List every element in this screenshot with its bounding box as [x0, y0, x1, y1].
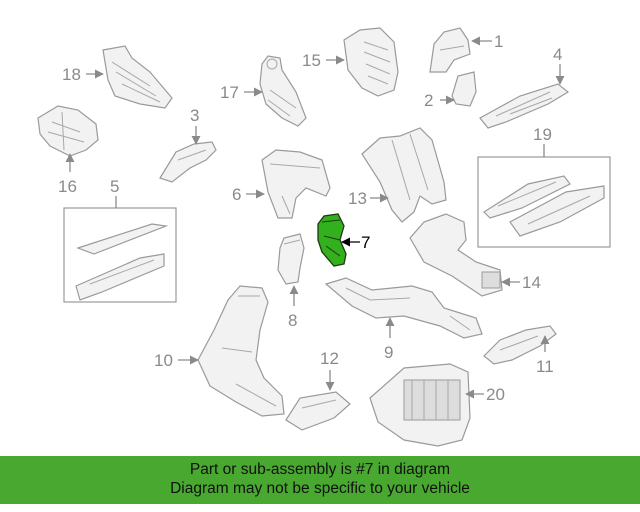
- callout-label-18: 18: [62, 65, 81, 84]
- callout-label-5: 5: [110, 177, 119, 196]
- part-5: [63, 207, 177, 303]
- part-8: [277, 233, 305, 285]
- callout-11: 11: [536, 335, 554, 376]
- callout-17: 17: [220, 83, 263, 102]
- callout-label-3: 3: [190, 106, 199, 125]
- callout-7: 7: [341, 233, 370, 252]
- part-11: [483, 325, 557, 365]
- callout-8: 8: [288, 285, 299, 330]
- callout-label-20: 20: [486, 385, 505, 404]
- callout-9: 9: [384, 317, 395, 362]
- callout-label-16: 16: [58, 177, 77, 196]
- callout-2: 2: [424, 91, 455, 110]
- callout-label-11: 11: [536, 357, 554, 376]
- part-3: [159, 141, 217, 183]
- part-6: [261, 149, 331, 219]
- callout-1: 1: [471, 32, 503, 51]
- callout-label-17: 17: [220, 83, 239, 102]
- callout-label-14: 14: [522, 273, 541, 292]
- callout-label-12: 12: [320, 349, 339, 368]
- callout-20: 20: [465, 385, 505, 404]
- callout-13: 13: [348, 189, 389, 208]
- callout-4: 4: [553, 45, 565, 85]
- part-10: [197, 285, 285, 417]
- callout-5: 5: [110, 177, 119, 208]
- part-7-highlighted: [317, 213, 347, 267]
- part-15: [343, 27, 399, 97]
- part-19: [477, 156, 611, 248]
- part-9: [324, 277, 483, 339]
- part-18: [102, 45, 173, 109]
- part-20: [369, 363, 471, 447]
- callout-14: 14: [501, 273, 541, 292]
- callout-3: 3: [190, 106, 201, 145]
- callout-10: 10: [154, 351, 199, 370]
- part-14: [409, 213, 503, 297]
- notice-banner: Part or sub-assembly is #7 in diagram Di…: [0, 456, 640, 504]
- callout-label-6: 6: [232, 185, 241, 204]
- part-17: [259, 55, 307, 127]
- callout-label-7: 7: [361, 233, 370, 252]
- callout-label-9: 9: [384, 343, 393, 362]
- parts-diagram: 18 16 3 17 15 1: [37, 27, 611, 447]
- part-16: [37, 105, 99, 157]
- banner-line-2: Diagram may not be specific to your vehi…: [170, 480, 470, 497]
- callout-label-4: 4: [553, 45, 562, 64]
- callout-label-15: 15: [302, 51, 321, 70]
- callout-16: 16: [58, 153, 77, 196]
- callout-label-1: 1: [494, 32, 503, 51]
- callout-label-13: 13: [348, 189, 367, 208]
- callout-label-19: 19: [533, 125, 552, 144]
- callout-12: 12: [320, 349, 339, 391]
- part-4: [479, 83, 570, 129]
- callout-label-2: 2: [424, 91, 433, 110]
- part-12: [285, 391, 351, 431]
- callout-label-8: 8: [288, 311, 297, 330]
- part-2: [451, 71, 477, 107]
- callout-15: 15: [302, 51, 345, 70]
- part-13: [361, 127, 447, 223]
- callout-19: 19: [533, 125, 552, 157]
- callout-18: 18: [62, 65, 104, 84]
- banner-line-1: Part or sub-assembly is #7 in diagram: [189, 461, 451, 478]
- callout-label-10: 10: [154, 351, 173, 370]
- callout-6: 6: [232, 185, 265, 204]
- part-1: [429, 27, 471, 73]
